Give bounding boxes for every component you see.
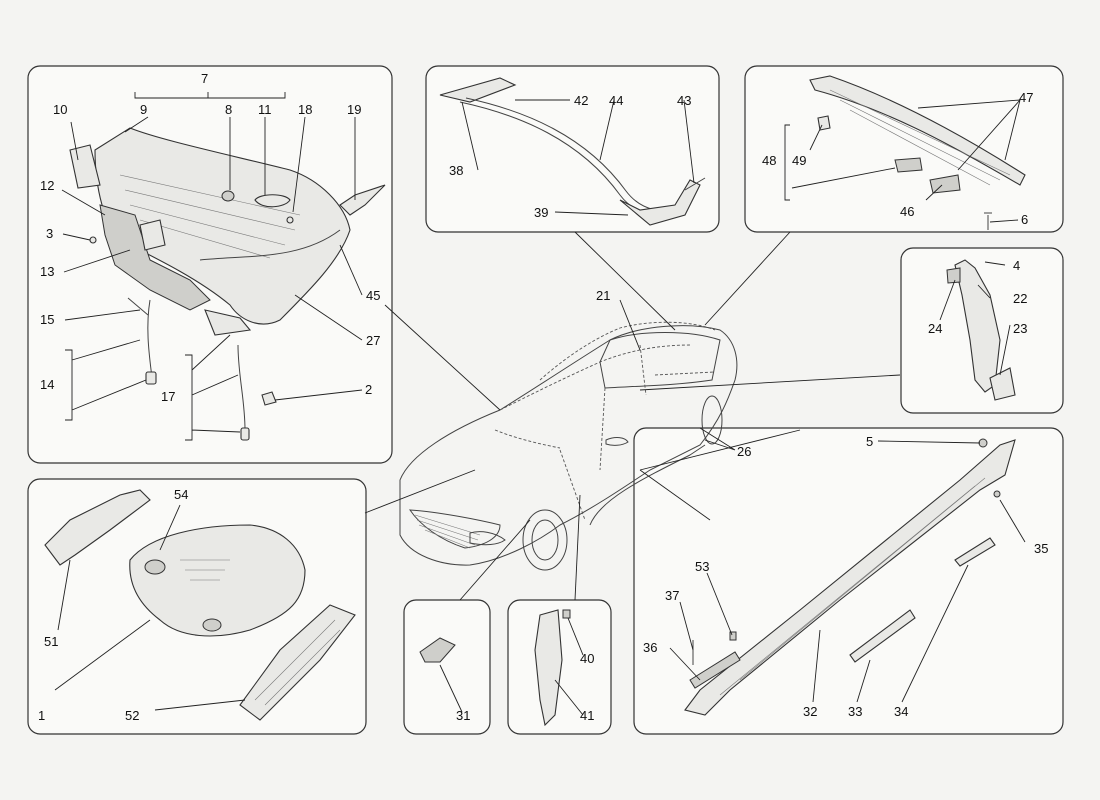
- callout-42: 42: [574, 93, 588, 108]
- callout-38: 38: [449, 163, 463, 178]
- callout-6: 6: [1021, 212, 1028, 227]
- callout-26: 26: [737, 444, 751, 459]
- callout-37: 37: [665, 588, 679, 603]
- rear-spoiler-assembly: [809, 75, 1026, 230]
- callout-17: 17: [161, 389, 175, 404]
- callout-49: 49: [792, 153, 806, 168]
- callout-39: 39: [534, 205, 548, 220]
- callout-3: 3: [46, 226, 53, 241]
- callout-2: 2: [365, 382, 372, 397]
- callout-36: 36: [643, 640, 657, 655]
- callout-51: 51: [44, 634, 58, 649]
- callout-31: 31: [456, 708, 470, 723]
- callout-7: 7: [201, 71, 208, 86]
- callout-21: 21: [596, 288, 610, 303]
- callout-41: 41: [580, 708, 594, 723]
- callout-48: 48: [762, 153, 776, 168]
- callout-46: 46: [900, 204, 914, 219]
- callout-27: 27: [366, 333, 380, 348]
- callout-33: 33: [848, 704, 862, 719]
- callout-5: 5: [866, 434, 873, 449]
- callout-23: 23: [1013, 321, 1027, 336]
- callout-8: 8: [225, 102, 232, 117]
- part-31-shape: [419, 637, 456, 663]
- callout-53: 53: [695, 559, 709, 574]
- callout-22: 22: [1013, 291, 1027, 306]
- pillar-trim-assembly: [946, 259, 1016, 401]
- callout-45: 45: [366, 288, 380, 303]
- callout-35: 35: [1034, 541, 1048, 556]
- callout-32: 32: [803, 704, 817, 719]
- leader-lines: [54, 92, 1026, 716]
- cowl-assembly: [69, 127, 386, 441]
- panel-rear-spoiler: [744, 65, 1064, 233]
- callout-10: 10: [53, 102, 67, 117]
- part-40-shape: [562, 609, 571, 619]
- panel-roof-seal: [425, 65, 720, 233]
- callout-24: 24: [928, 321, 942, 336]
- car-illustration: [399, 321, 738, 571]
- side-skirt-assembly: [684, 438, 1016, 716]
- callout-labels: 7 10 9 8 11 18 19 12 3 13 15 14 17 2 27 …: [38, 71, 1048, 723]
- callout-54: 54: [174, 487, 188, 502]
- roof-seal-assembly: [439, 77, 706, 226]
- callout-47: 47: [1019, 90, 1033, 105]
- callout-15: 15: [40, 312, 54, 327]
- callout-1: 1: [38, 708, 45, 723]
- callout-40: 40: [580, 651, 594, 666]
- callout-11: 11: [258, 102, 272, 117]
- callout-13: 13: [40, 264, 54, 279]
- callout-19: 19: [347, 102, 361, 117]
- panel-part-31: [403, 599, 491, 735]
- callout-52: 52: [125, 708, 139, 723]
- part-41-shape: [534, 609, 563, 727]
- callout-9: 9: [140, 102, 147, 117]
- car-grille: [414, 514, 481, 549]
- callout-4: 4: [1013, 258, 1020, 273]
- callout-18: 18: [298, 102, 312, 117]
- callout-12: 12: [40, 178, 54, 193]
- callout-43: 43: [677, 93, 691, 108]
- callout-44: 44: [609, 93, 623, 108]
- callout-14: 14: [40, 377, 54, 392]
- engine-cover-assembly: [44, 489, 356, 721]
- callout-34: 34: [894, 704, 908, 719]
